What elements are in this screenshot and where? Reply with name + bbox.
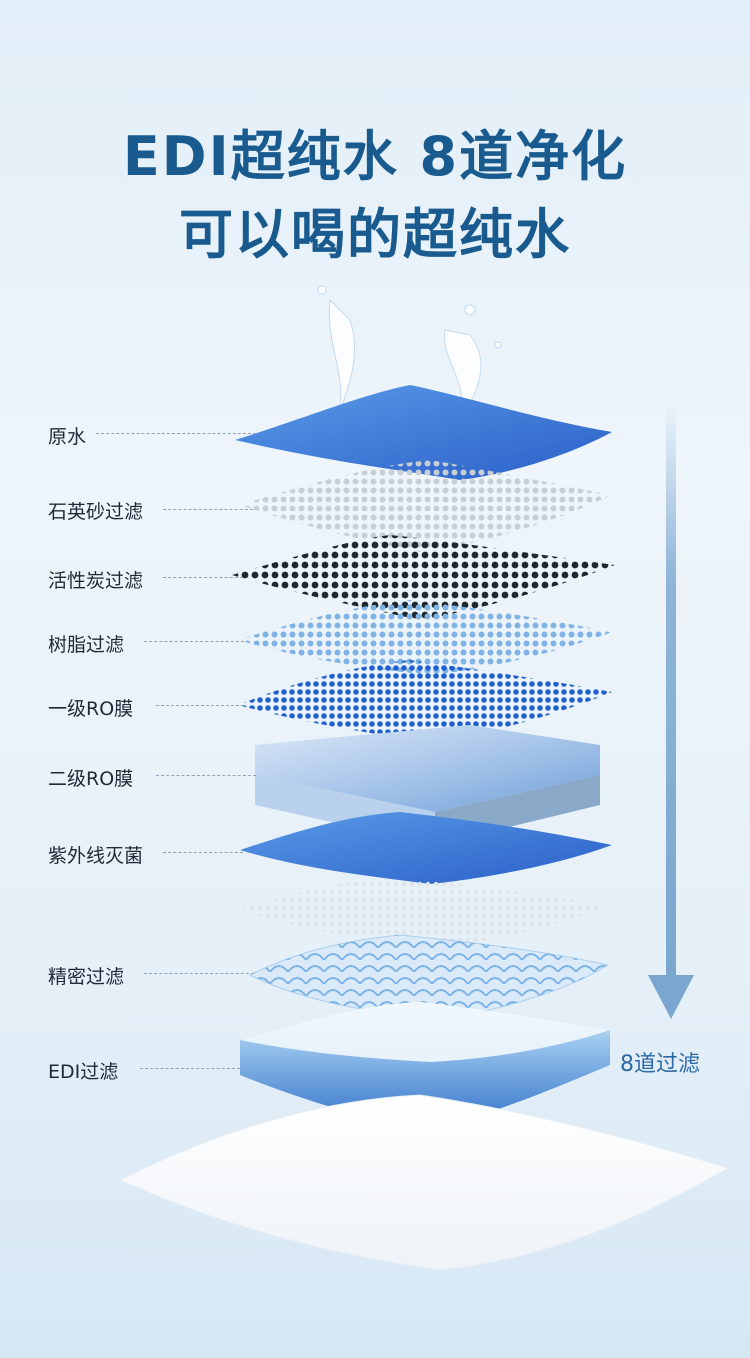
layer-mesh (240, 878, 608, 948)
label-ro-membrane-2: 二级RO膜 (48, 768, 134, 790)
layer-activated-carbon (232, 535, 615, 620)
layer-uv-sterilization (240, 812, 612, 884)
label-raw-water: 原水 (48, 426, 87, 448)
layer-resin (238, 600, 612, 675)
layer-bottom-cloth (118, 1094, 730, 1271)
label-edi-filter: EDI过滤 (48, 1061, 119, 1083)
leader-line-ro-membrane-1 (156, 705, 244, 706)
flow-label: 8道过滤 (620, 1052, 700, 1077)
leader-line-resin-filter (144, 641, 244, 642)
leader-line-ro-membrane-2 (156, 775, 256, 776)
label-uv-sterilization: 紫外线灭菌 (48, 845, 144, 867)
flow-arrow-shaft (666, 402, 676, 982)
label-precision-filter: 精密过滤 (48, 966, 125, 988)
flow-arrow-down-icon (648, 975, 694, 1019)
leader-line-edi-filter (140, 1068, 240, 1069)
leader-line-activated-carbon-filter (163, 577, 243, 578)
layer-ro-membrane-1 (238, 660, 612, 742)
leader-line-quartz-sand-filter (163, 509, 253, 510)
headline-line-2: 可以喝的超纯水 (179, 203, 571, 266)
leader-line-precision-filter (144, 973, 254, 974)
label-activated-carbon-filter: 活性炭过滤 (48, 570, 144, 592)
layer-edi-filter (240, 1002, 610, 1130)
leader-line-uv-sterilization (163, 852, 243, 853)
label-quartz-sand-filter: 石英砂过滤 (48, 501, 144, 523)
leader-line-raw-water (96, 433, 256, 434)
label-resin-filter: 树脂过滤 (48, 634, 125, 656)
label-ro-membrane-1: 一级RO膜 (48, 698, 134, 720)
layer-raw-water (235, 385, 612, 480)
headline-line-1: EDI超纯水 8道净化 (122, 125, 628, 188)
layer-precision-filter-pattern (250, 935, 608, 1020)
layer-quartz-sand (240, 460, 612, 552)
